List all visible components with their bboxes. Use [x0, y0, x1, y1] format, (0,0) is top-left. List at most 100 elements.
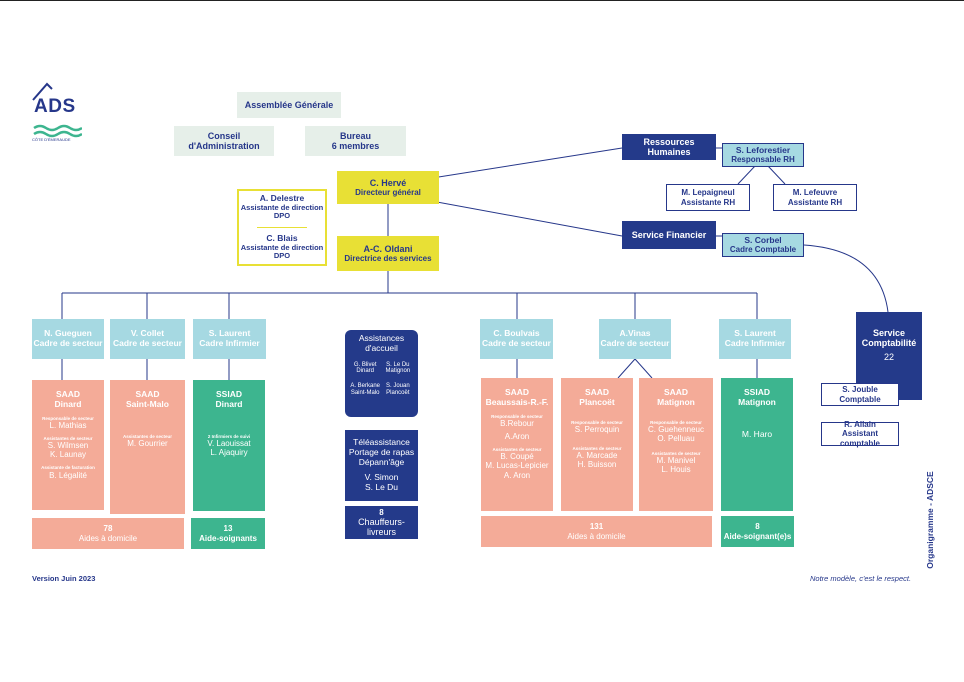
footer-count-box: 78 Aides à domicile [32, 518, 184, 549]
tele-line: Dépann'âge [358, 456, 405, 467]
footer-count-box: 13 Aide-soignants [191, 518, 265, 549]
footer-count: 131 [589, 522, 604, 532]
finance-head-role: Cadre Comptable [729, 245, 797, 255]
unit-title: Dinard [54, 398, 82, 409]
unit-group-label: Assistantes de secteur [492, 447, 542, 453]
unit-title: SAAD [135, 389, 160, 399]
unit-title: Beaussais-R.-F. [485, 396, 549, 407]
top-rule [0, 0, 964, 1]
assistant-delestre: A. Delestre Assistante de direction DPO [241, 192, 324, 221]
unit-person: V. Laouissat [207, 438, 251, 448]
manager-box: V. Collet Cadre de secteur [110, 319, 185, 359]
unit-group-label: Responsable de secteur [571, 419, 623, 425]
footer-label: Aide-soignant(e)s [723, 531, 792, 541]
unit-person: H. Buisson [577, 460, 617, 470]
unit-title: Dinard [215, 398, 243, 409]
unit-group-label: Responsable de secteur [650, 419, 702, 425]
tele-line: Portage de rapas [348, 446, 415, 457]
tele-person: S. Le Du [364, 482, 399, 493]
unit-title: Plancoët [579, 396, 615, 407]
rh-label: Ressources Humaines [643, 136, 695, 157]
unit-person: B.Rebour [500, 418, 534, 428]
footer-count: 8 [755, 522, 760, 532]
rh-assistant-role: Assistante RH [787, 197, 843, 207]
unit-title: SAAD [504, 387, 530, 397]
compta-member-name: R. Allain [844, 420, 876, 430]
unit-person: L. Houis [661, 465, 691, 475]
conseil-line-2: d'Administration [188, 141, 260, 151]
saad-plancoet-box: SAAD Plancoët Responsable de secteur S. … [561, 378, 633, 511]
vertical-title: Organigramme - ADSCE [925, 471, 935, 569]
teleassistance-box: Téléassistance Portage de rapas Dépann'â… [345, 430, 418, 501]
unit-person: M. Haro [741, 428, 773, 439]
finance-head-name: S. Corbel [744, 234, 782, 245]
bureau-line-1: Bureau [339, 130, 371, 141]
assemblee-generale-box: Assemblée Générale [237, 92, 341, 118]
bureau-box: Bureau 6 membres [305, 126, 406, 156]
rh-assistant-name: M. Lepaigneul [681, 188, 735, 198]
unit-title: Matignon [657, 396, 695, 407]
unit-person: B. Légalité [49, 470, 87, 480]
conseil-line-1: Conseil [207, 130, 241, 141]
accueil-person-site: Plancoët [386, 390, 410, 397]
unit-group-label: Assistantes de secteur [43, 435, 93, 441]
accueil-person-name: S. Le Du [386, 361, 410, 368]
ssiad-matignon-box: SSIAD Matignon M. Haro [721, 378, 793, 511]
accueil-person-site: Dinard [356, 368, 374, 375]
manager-name: N. Gueguen [44, 328, 92, 339]
accueil-person-name: G. Blivet [353, 361, 377, 368]
rh-head-box: S. Leforestier Responsable RH [722, 143, 804, 167]
rh-assistant-box: M. Lepaigneul Assistante RH [666, 184, 750, 211]
logo-name: ADS [34, 96, 76, 117]
assistant-name: C. Blais [266, 232, 298, 243]
compta-member-name: S. Jouble [842, 385, 878, 395]
rh-head-name: S. Leforestier [735, 144, 791, 155]
accueil-person-name: A. Berkane [350, 383, 380, 390]
unit-group-label: Assistantes de secteur [572, 445, 622, 451]
saad-saint-malo-box: SAAD Saint-Malo Assistantes de secteur M… [110, 380, 185, 514]
director-role: Directeur général [355, 188, 421, 198]
manager-box: N. Gueguen Cadre de secteur [32, 319, 104, 359]
rh-assistant-role: Assistante RH [680, 197, 736, 207]
unit-person: L. Ajaquiry [210, 447, 248, 457]
footer-count: 13 [223, 524, 233, 534]
unit-person: M. Manivel [656, 456, 696, 466]
assistant-name: A. Delestre [259, 192, 305, 203]
chauffeurs-label: Chauffeurs-livreurs [358, 516, 405, 538]
finance-box: Service Financier [622, 221, 716, 249]
footer-label: Aide-soignants [199, 533, 257, 543]
manager-role: Cadre de secteur [33, 338, 103, 348]
finance-head-box: S. Corbel Cadre Comptable [722, 233, 804, 257]
saad-dinard-box: SAAD Dinard Responsable de secteur L. Ma… [32, 380, 104, 510]
accueil-title: d'accueil [365, 342, 398, 353]
chauffeurs-count: 8 [379, 507, 384, 517]
ssiad-dinard-box: SSIAD Dinard 2 Infirmiers de suivi V. La… [193, 380, 265, 511]
assistants-box: A. Delestre Assistante de direction DPO … [237, 189, 327, 266]
ads-logo: ADS CÔTE D'ÉMERAUDE [30, 80, 83, 142]
footer-count: 78 [103, 524, 113, 534]
manager-name: V. Collet [130, 328, 165, 339]
manager-name: S. Laurent [734, 328, 776, 339]
unit-person: A. Marcade [576, 451, 618, 461]
slogan: Notre modèle, c'est le respect. [810, 574, 912, 583]
unit-title: SAAD [55, 389, 81, 399]
unit-title: SSIAD [744, 387, 770, 397]
accueil-person-site: Matignon [385, 368, 411, 375]
rh-box: Ressources Humaines [622, 134, 716, 160]
conseil-box: Conseil d'Administration [174, 126, 274, 156]
unit-person: S. Wilmsen [47, 441, 89, 451]
unit-group-label: 2 Infirmiers de suivi [207, 433, 251, 439]
unit-person: M. Gourrier [127, 438, 168, 448]
tele-line: Téléassistance [353, 437, 410, 448]
accueil-person-name: S. Jouan [386, 383, 410, 390]
unit-title: SSIAD [216, 389, 242, 399]
bureau-line-2: 6 membres [331, 141, 380, 151]
assistant-extra: DPO [273, 251, 291, 261]
deputy-box: A-C. Oldani Directrice des services [337, 236, 439, 271]
manager-role: Cadre Infirmier [199, 338, 260, 348]
